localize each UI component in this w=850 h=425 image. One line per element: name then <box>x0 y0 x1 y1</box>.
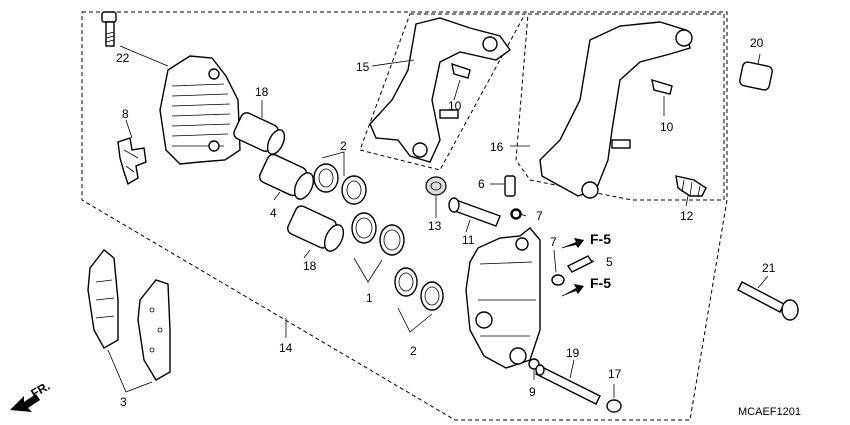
callout-19: 19 <box>566 346 580 360</box>
cap-13 <box>425 176 447 196</box>
reference-f5-lower-label: F-5 <box>590 275 611 291</box>
bleeder-screw-6 <box>504 175 516 197</box>
seal-set-2-upper <box>313 163 367 205</box>
bolt-21 <box>737 281 799 321</box>
reference-f5-upper[interactable]: F-5 <box>562 231 611 248</box>
seal-set-1 <box>351 212 405 256</box>
sleeve-4 <box>258 153 315 200</box>
reference-f5-lower[interactable]: F-5 <box>562 275 611 296</box>
sleeve-18-lower <box>286 205 345 252</box>
callout-7-lower: 7 <box>550 235 557 249</box>
callout-18-upper: 18 <box>255 85 269 99</box>
pin-19 <box>535 364 601 405</box>
callout-18-lower: 18 <box>303 259 317 273</box>
callout-15: 15 <box>356 60 370 74</box>
callout-16: 16 <box>490 140 504 154</box>
caliper-body-inner <box>465 227 541 369</box>
callout-8: 8 <box>122 107 129 121</box>
callout-10-right: 10 <box>660 120 674 134</box>
brake-pad-outer <box>87 249 119 349</box>
callout-21: 21 <box>762 261 776 275</box>
bleeder-screw-5 <box>566 255 594 273</box>
pin-11 <box>448 197 522 227</box>
callout-9: 9 <box>529 385 536 399</box>
seal-set-2-lower <box>394 267 444 311</box>
washer-7-upper <box>511 209 521 219</box>
bolt-22 <box>101 11 117 47</box>
callout-22: 22 <box>116 51 130 65</box>
callout-2-lower: 2 <box>410 344 417 358</box>
callout-20: 20 <box>750 36 764 50</box>
plug-17 <box>606 399 622 413</box>
front-arrow-icon <box>10 394 40 412</box>
sleeve-18-upper <box>233 112 286 155</box>
bracket-15 <box>369 17 511 163</box>
callout-12: 12 <box>680 209 694 223</box>
callout-10-left: 10 <box>448 99 462 113</box>
pad-spring-8 <box>117 137 147 186</box>
washer-7-lower <box>551 274 565 286</box>
callout-6: 6 <box>478 177 485 191</box>
callout-4: 4 <box>270 206 277 220</box>
callout-14: 14 <box>279 341 293 355</box>
caliper-body-outer <box>159 55 241 165</box>
callout-1: 1 <box>366 291 373 305</box>
bracket-16 <box>539 21 693 199</box>
bleeder-12 <box>675 175 707 197</box>
callout-3: 3 <box>120 395 127 409</box>
sleeve-20 <box>739 61 773 91</box>
callout-5: 5 <box>606 255 613 269</box>
callout-7-upper: 7 <box>536 209 543 223</box>
callout-13: 13 <box>428 219 442 233</box>
diagram-code: MCAEF1201 <box>738 406 801 418</box>
bracket-boundary-15 <box>359 13 526 171</box>
assembly-boundary-14 <box>81 11 728 421</box>
callout-11: 11 <box>462 233 475 247</box>
callout-17: 17 <box>608 367 622 381</box>
brake-pad-inner <box>137 279 171 381</box>
front-direction-indicator: FR. <box>10 379 52 412</box>
reference-f5-upper-label: F-5 <box>590 231 611 247</box>
callout-2-upper: 2 <box>340 139 347 153</box>
bracket-boundary-16 <box>515 13 725 201</box>
